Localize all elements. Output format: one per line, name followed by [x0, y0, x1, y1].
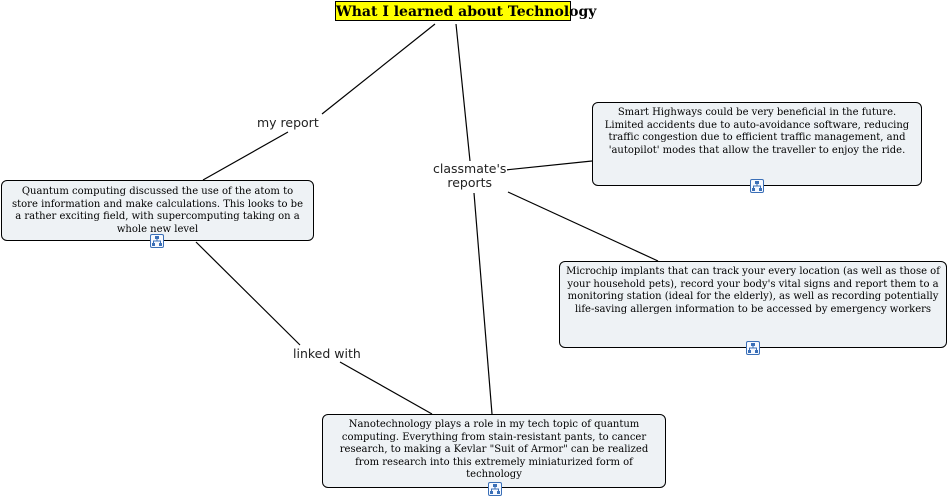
root-concept-title[interactable]: What I learned about Technology	[335, 1, 596, 21]
link-label-linked-with: linked with	[292, 346, 362, 361]
concept-text-nanotech: Nanotechnology plays a role in my tech t…	[339, 419, 649, 480]
concept-node-quantum-computing[interactable]: Quantum computing discussed the use of t…	[1, 180, 314, 241]
link-root-to-myreport	[321, 23, 436, 115]
link-label-my-report: my report	[256, 115, 320, 130]
concept-map-icon[interactable]	[150, 234, 164, 248]
concept-map-icon[interactable]	[488, 482, 502, 496]
link-classmates-to-microchip	[507, 191, 659, 262]
link-quantum-to-linkedwith	[195, 241, 301, 346]
concept-map-icon[interactable]	[750, 179, 764, 193]
link-label-classmates-line2: reports	[447, 175, 493, 190]
concept-node-nanotechnology[interactable]: Nanotechnology plays a role in my tech t…	[322, 414, 666, 488]
link-classmates-to-nanotech	[473, 192, 493, 415]
concept-text-microchip: Microchip implants that can track your e…	[566, 266, 940, 315]
link-label-classmates-line1: classmate's	[433, 161, 507, 176]
link-root-to-classmates	[455, 23, 471, 162]
link-myreport-to-quantum	[202, 131, 289, 181]
concept-map-icon[interactable]	[746, 341, 760, 355]
link-linkedwith-to-nanotech	[339, 361, 433, 415]
concept-node-microchip-implants[interactable]: Microchip implants that can track your e…	[559, 261, 947, 348]
concept-node-smart-highways[interactable]: Smart Highways could be very beneficial …	[592, 102, 922, 186]
concept-text-quantum: Quantum computing discussed the use of t…	[12, 186, 303, 235]
link-classmates-to-smarthighways	[504, 160, 593, 171]
concept-text-smart-highways: Smart Highways could be very beneficial …	[604, 107, 910, 156]
link-label-classmates-reports: classmate's reports	[432, 161, 508, 190]
